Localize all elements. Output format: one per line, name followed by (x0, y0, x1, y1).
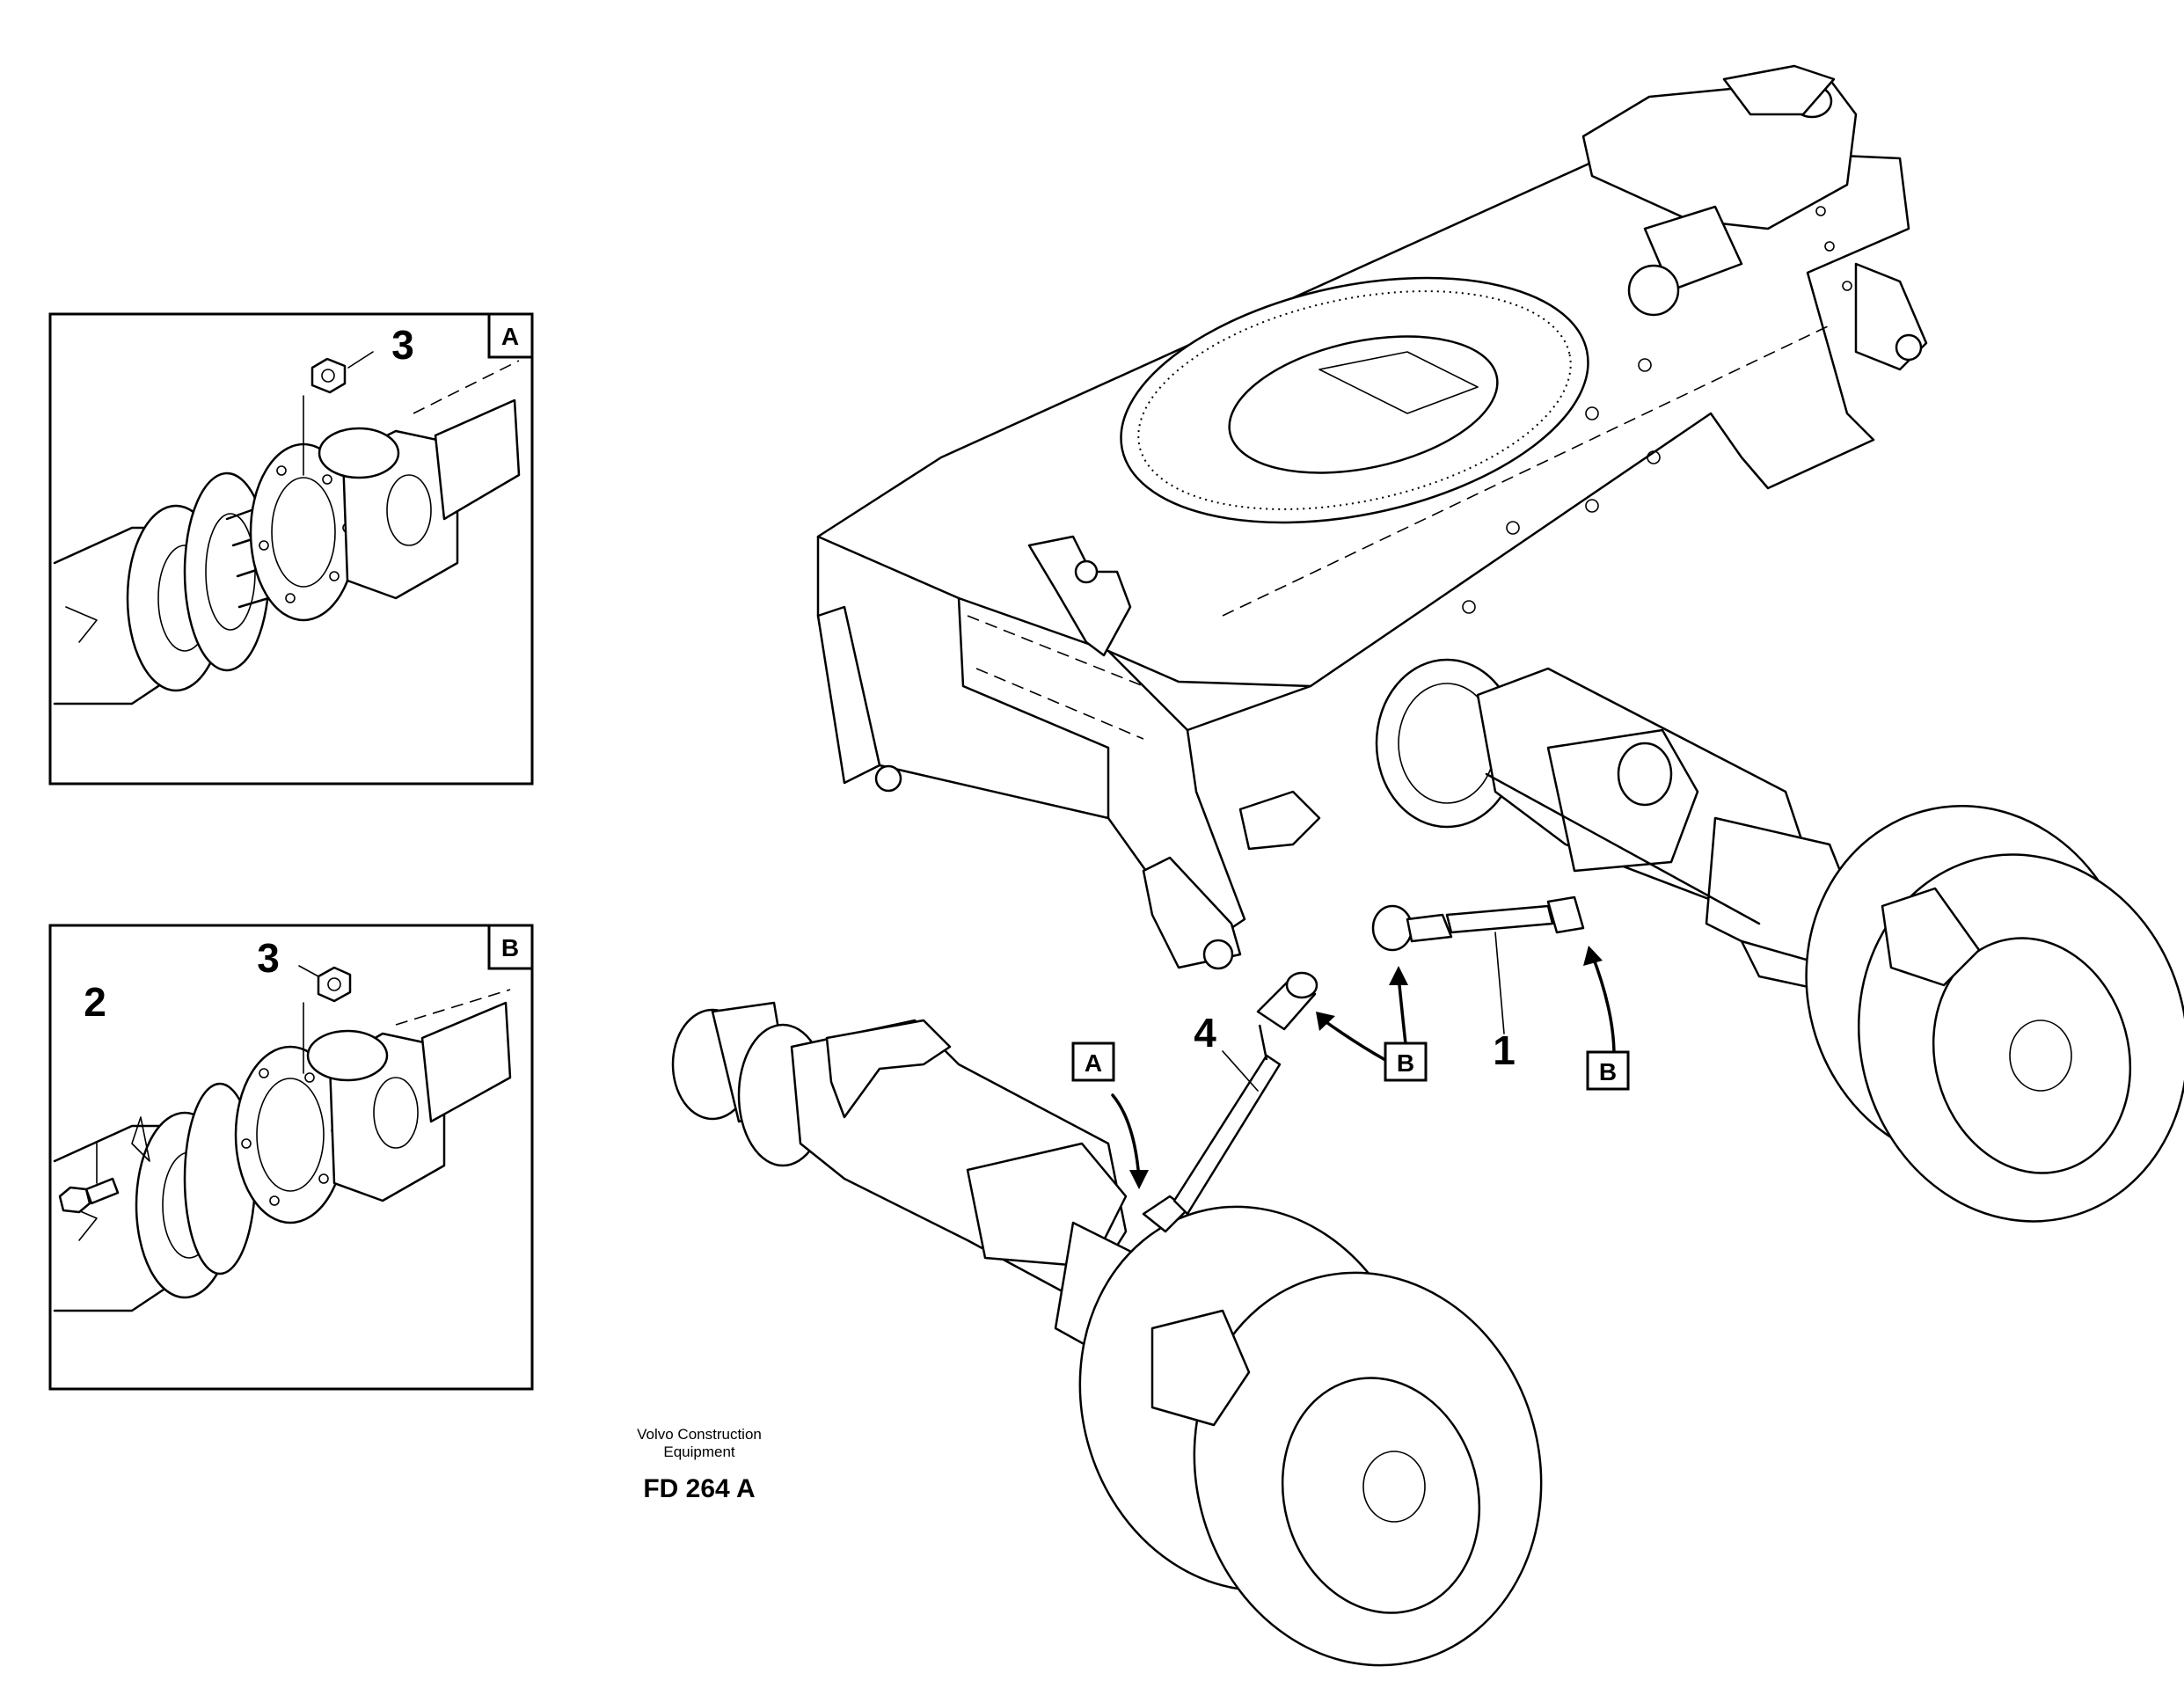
view-marker-b-front: B (1384, 1041, 1428, 1082)
propeller-shaft-4-drawing (1142, 971, 1318, 1233)
detail-label-b: B (501, 934, 519, 961)
svg-text:A: A (1085, 1049, 1102, 1077)
driveshaft-flange-joint-drawing-b (53, 965, 512, 1312)
detail-panel-b: B (48, 924, 534, 1391)
brand-line-1: Volvo Construction (637, 1426, 762, 1443)
detail-label-a: A (501, 323, 519, 350)
svg-text:B: B (1397, 1049, 1414, 1077)
figure-code: FD 264 A (643, 1474, 755, 1503)
callout-4-main: 4 (1194, 1010, 1216, 1056)
detail-panel-a: A (48, 312, 534, 786)
callout-1-main: 1 (1493, 1027, 1516, 1073)
callout-3-detail-b: 3 (257, 935, 280, 981)
rear-axle-drawing (1375, 658, 2184, 1223)
svg-text:B: B (1599, 1058, 1617, 1085)
view-marker-a-front: A (1071, 1041, 1115, 1082)
callout-3-detail-a: 3 (391, 322, 414, 368)
view-marker-b-rear: B (1586, 1050, 1630, 1091)
chassis-frame-drawing (816, 64, 1928, 970)
brand-line-2: Equipment (663, 1443, 735, 1460)
callout-2-detail-b: 2 (84, 979, 106, 1025)
front-axle-drawing (671, 1001, 1543, 1667)
driveshaft-flange-joint-drawing-a (53, 351, 521, 705)
propeller-shaft-1-drawing (1371, 895, 1585, 952)
view-arrows (1111, 932, 1616, 1189)
